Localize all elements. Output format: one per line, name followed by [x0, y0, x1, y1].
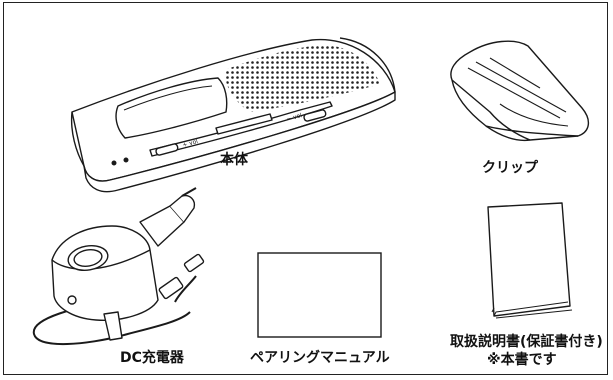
pairing-manual-illustration	[257, 252, 382, 338]
vol-up-marking: + vol	[182, 138, 199, 149]
dc-charger-illustration	[32, 187, 205, 345]
instruction-manual-note: ※本書です	[487, 352, 557, 368]
vol-down-marking: − vol	[286, 112, 303, 123]
clip-illustration	[450, 40, 589, 142]
main-unit-label: 本体	[220, 152, 248, 168]
instruction-manual-illustration	[487, 202, 573, 319]
pairing-manual-label: ペアリングマニュアル	[250, 350, 390, 366]
main-unit-illustration: + vol − vol	[70, 37, 396, 193]
clip-label: クリップ	[482, 160, 538, 176]
instruction-manual-label: 取扱説明書(保証書付き)	[450, 334, 603, 350]
dc-charger-label: DC充電器	[120, 350, 184, 366]
accessories-frame	[3, 2, 608, 375]
